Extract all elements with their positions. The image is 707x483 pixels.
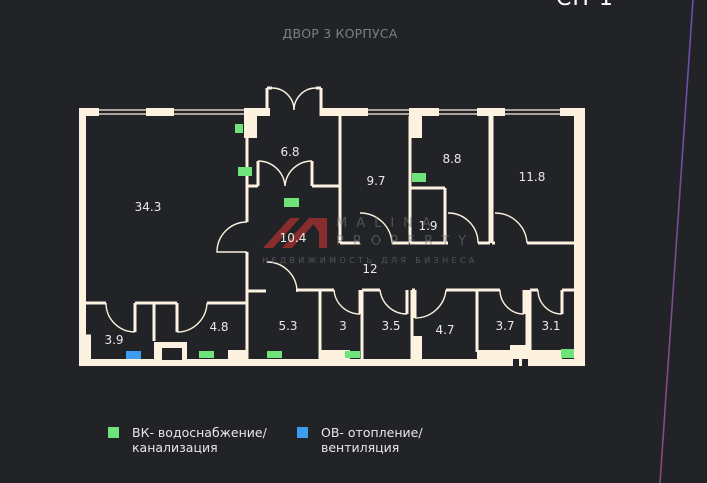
room-area: 1.9 xyxy=(418,219,437,233)
window-lines xyxy=(99,109,560,115)
vk-marker xyxy=(238,167,252,176)
legend-ov: ОВ- отопление/ вентиляция xyxy=(297,425,423,455)
legend-vk: ВК- водоснабжение/ канализация xyxy=(108,425,267,455)
room-area: 3.7 xyxy=(495,319,514,333)
room-area: 11.8 xyxy=(519,170,546,184)
watermark-tagline: НЕДВИЖИМОСТЬ ДЛЯ БИЗНЕСА xyxy=(262,256,478,265)
legend-ov-text: ОВ- отопление/ вентиляция xyxy=(321,425,423,455)
vk-marker xyxy=(561,349,574,358)
room-area: 3.5 xyxy=(381,319,400,333)
room-area: 3 xyxy=(339,319,347,333)
watermark-brand-line2: PROPERTY xyxy=(336,234,476,249)
legend-vk-label: ВК- водоснабжение/ xyxy=(132,425,267,440)
vk-swatch-icon xyxy=(108,427,119,438)
legend-vk-text: ВК- водоснабжение/ канализация xyxy=(132,425,267,455)
room-area: 4.8 xyxy=(209,320,228,334)
ov-marker xyxy=(126,351,141,359)
room-area: 8.8 xyxy=(442,152,461,166)
room-area: 12 xyxy=(362,262,377,276)
watermark-brand-line1: MALINA xyxy=(336,216,440,231)
vk-markers xyxy=(199,124,574,358)
vk-marker xyxy=(345,351,360,358)
yard-label: ДВОР 3 КОРПУСА xyxy=(282,26,398,41)
vk-marker xyxy=(284,198,299,207)
room-area: 34.3 xyxy=(135,200,162,214)
legend-vk-label2: канализация xyxy=(132,440,218,455)
room-area: 3.1 xyxy=(541,319,560,333)
room-area: 4.7 xyxy=(435,323,454,337)
vk-marker xyxy=(267,351,282,358)
door-swings xyxy=(105,87,563,333)
room-area: 10.4 xyxy=(280,231,307,245)
watermark-logo-icon xyxy=(263,218,327,248)
room-labels: 34.3 6.8 10.4 9.7 8.8 1.9 11.8 12 3.9 4.… xyxy=(104,145,560,347)
section-label: СП-1 xyxy=(556,0,614,11)
vk-marker xyxy=(199,351,214,358)
vk-marker xyxy=(412,173,426,182)
interior-walls xyxy=(86,86,574,359)
room-area: 6.8 xyxy=(280,145,299,159)
wall-blocks xyxy=(79,336,562,366)
legend-ov-label2: вентиляция xyxy=(321,440,400,455)
room-area: 9.7 xyxy=(366,174,385,188)
room-area: 5.3 xyxy=(278,319,297,333)
vk-marker xyxy=(235,124,243,133)
room-area: 3.9 xyxy=(104,333,123,347)
legend-ov-label: ОВ- отопление/ xyxy=(321,425,423,440)
ov-swatch-icon xyxy=(297,427,308,438)
accent-line xyxy=(659,0,694,483)
wall-cutouts xyxy=(162,348,528,366)
